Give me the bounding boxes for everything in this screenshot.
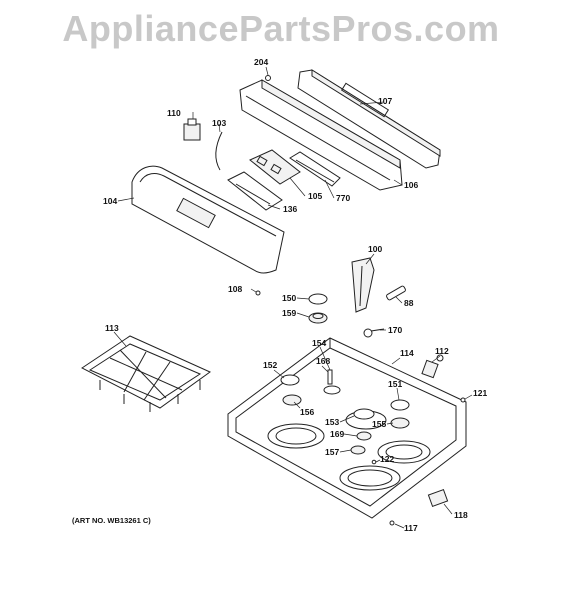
callout-122: 122 [380, 454, 394, 464]
part-152-cap [280, 374, 300, 386]
part-153-cap [353, 408, 375, 420]
callout-117: 117 [404, 523, 418, 533]
part-170-screw [363, 328, 385, 338]
callout-770: 770 [336, 193, 350, 203]
callout-105: 105 [308, 191, 322, 201]
leader-lines [113, 66, 473, 529]
callout-170: 170 [388, 325, 402, 335]
callout-labels: 204 107 110 103 104 105 770 106 136 100 … [103, 57, 487, 533]
callout-150: 150 [282, 293, 296, 303]
part-169-burner [356, 431, 372, 441]
part-108-screw [255, 290, 261, 296]
callout-88: 88 [404, 298, 414, 308]
callout-136: 136 [283, 204, 297, 214]
callout-159: 159 [282, 308, 296, 318]
callout-110: 110 [167, 108, 181, 118]
callout-204: 204 [254, 57, 268, 67]
callout-156: 156 [300, 407, 314, 417]
callout-155: 155 [372, 419, 386, 429]
part-154-cap [323, 385, 341, 395]
callout-121: 121 [473, 388, 487, 398]
part-770-bracket [289, 151, 341, 187]
callout-107: 107 [378, 96, 392, 106]
art-number: (ART NO. WB13261 C) [72, 516, 151, 525]
callout-154: 154 [312, 338, 326, 348]
callout-157: 157 [325, 447, 339, 457]
part-136-overlay [227, 171, 283, 211]
callout-118: 118 [454, 510, 468, 520]
part-112-valve [421, 354, 444, 379]
part-104-backsplash [131, 165, 285, 274]
part-150-cap [308, 293, 328, 305]
part-121-clip [460, 397, 466, 403]
part-156-burner [282, 394, 302, 406]
part-110-switch [183, 118, 201, 141]
callout-152: 152 [263, 360, 277, 370]
callout-103: 103 [212, 118, 226, 128]
part-159-burner [308, 312, 328, 324]
part-204-screw [265, 75, 271, 81]
part-168-electrode [327, 369, 333, 385]
part-157-burner [350, 445, 366, 455]
part-113-grate [81, 335, 211, 412]
part-100-bracket [351, 257, 375, 313]
callout-114: 114 [400, 348, 414, 358]
callout-113: 113 [105, 323, 119, 333]
part-105-control-board [249, 149, 301, 185]
callout-100: 100 [368, 244, 382, 254]
callout-108: 108 [228, 284, 242, 294]
callout-104: 104 [103, 196, 117, 206]
watermark: AppliancePartsPros.com [62, 8, 500, 49]
callout-169: 169 [330, 429, 344, 439]
part-88-pin [386, 285, 406, 301]
part-118-bracket [427, 488, 449, 508]
part-106-panel [239, 79, 403, 191]
callout-168: 168 [316, 356, 330, 366]
part-103-wire [215, 131, 223, 171]
part-151-cap [390, 399, 410, 411]
part-155-burner [390, 417, 410, 429]
part-107-trim [297, 69, 441, 169]
callout-153: 153 [325, 417, 339, 427]
callout-151: 151 [388, 379, 402, 389]
part-122-screw [371, 459, 377, 465]
callout-112: 112 [435, 346, 449, 356]
callout-106: 106 [404, 180, 418, 190]
part-117-screw [389, 520, 395, 526]
